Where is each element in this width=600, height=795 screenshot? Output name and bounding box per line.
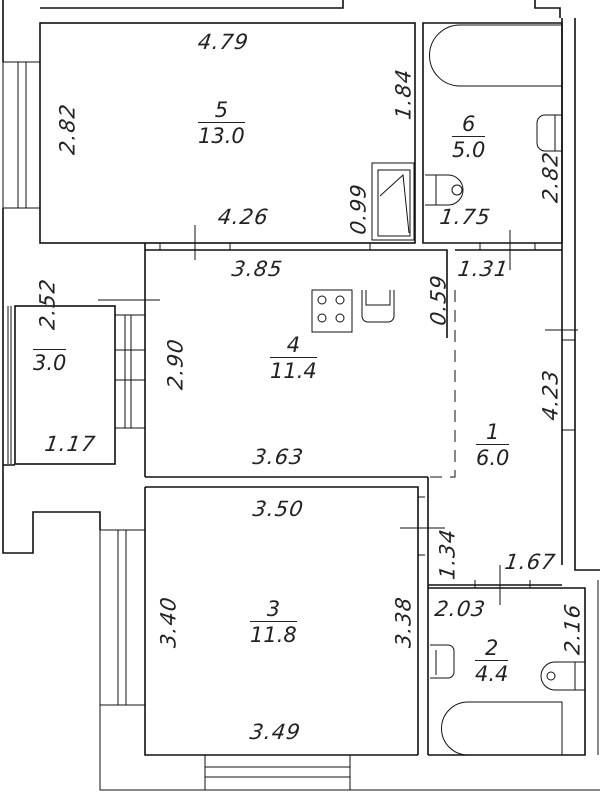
dim-r3-bottom: 3.49 (248, 720, 303, 744)
dim-r5-top: 4.79 (196, 30, 251, 54)
window (204, 754, 351, 791)
window (2, 61, 41, 209)
dim-r4-bottom: 3.63 (251, 445, 306, 469)
balcony-label: 3.0 (33, 325, 67, 376)
dim-corridor: 1.34 (435, 526, 460, 582)
dim-r3-left: 3.40 (156, 594, 181, 650)
dim-r4-niche: 0.59 (426, 272, 451, 328)
dim-r5-left: 2.82 (55, 101, 80, 157)
dim-r6-right: 2.82 (538, 149, 563, 205)
dim-r6-bottom: 1.75 (438, 205, 493, 229)
dim-r2-top: 1.67 (503, 550, 558, 574)
dim-balcony-w: 1.17 (43, 432, 98, 456)
dim-closet: 0.99 (346, 181, 371, 237)
dim-r2-width: 2.03 (433, 597, 488, 621)
dim-r3-right: 3.38 (391, 594, 416, 650)
dim-r4-left: 2.90 (163, 336, 188, 392)
dim-r1-top: 1.31 (456, 257, 511, 281)
dim-r5-bottom: 4.26 (216, 205, 271, 229)
dim-r1-right: 4.23 (538, 367, 563, 423)
dim-r3-top: 3.50 (251, 497, 306, 521)
dim-r2-right: 2.16 (560, 601, 585, 657)
dim-r4-top: 3.85 (230, 257, 285, 281)
dim-r5-right: 1.84 (391, 66, 416, 122)
dim-balcony-h: 2.52 (35, 276, 60, 332)
window (99, 529, 146, 706)
